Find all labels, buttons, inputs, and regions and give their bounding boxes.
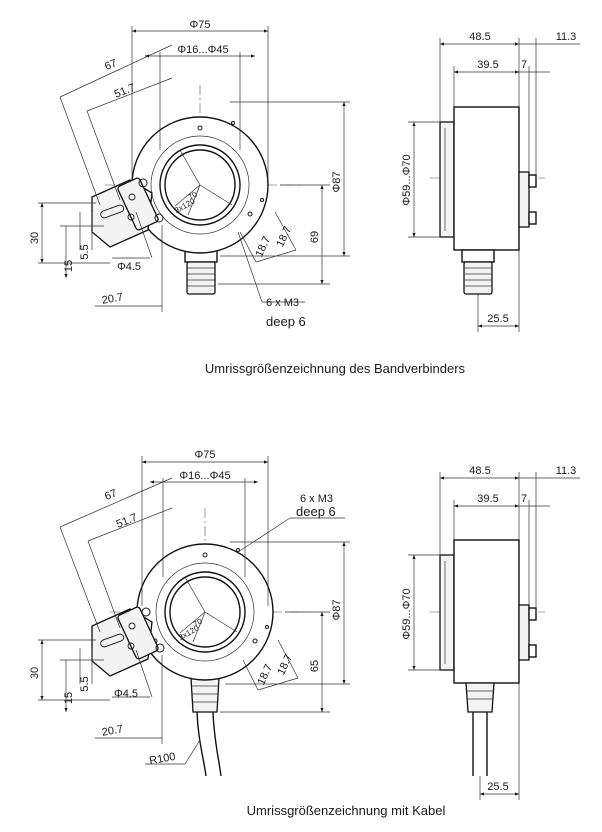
bracket-screw [138,178,148,188]
dim-phi75-b: Φ75 [194,449,215,461]
caption-bottom: Umrissgrößenzeichnung mit Kabel [247,803,446,818]
dim-15: 15 [63,260,75,272]
dim-phi87-b: Φ87 [331,599,343,620]
dim-48-5-b: 48.5 [469,465,490,477]
dim-20-7-b: 20.7 [101,723,124,739]
dim-11-3-b: 11.3 [556,465,577,477]
dim-phi4-5: Φ4.5 [117,261,141,273]
dim-20-7: 20.7 [101,291,124,307]
screw-hole [247,211,253,217]
drawing-bottom: Φ75 Φ16...Φ45 67 51.7 30 15 5.5 [29,449,580,818]
cable [196,711,207,777]
drawing-top: Φ75 Φ16...Φ45 67 51.7 30 15 5.5 [29,19,580,376]
dim-shaft-diameter-b: Φ16...Φ45 [179,470,230,482]
cable-gland [190,677,220,713]
dim-18-7-b: 18.7 [274,224,294,248]
dim-phi4-5-b: Φ4.5 [114,688,138,700]
front-view-top: Φ75 Φ16...Φ45 67 51.7 30 15 5.5 [29,19,350,329]
dim-39-5-b: 39.5 [477,493,498,505]
thread-callout-b: 6 x M3 [300,493,333,505]
dim-7-b: 7 [521,493,527,505]
dim-25-5-b: 25.5 [487,781,508,793]
thread-callout: 6 x M3 [266,297,299,309]
dim-flange-diameter: Φ59...Φ70 [401,154,413,205]
dim-51-7-b: 51.7 [115,512,139,531]
depth-callout: deep 6 [266,314,306,329]
dim-phi87: Φ87 [331,171,343,192]
connector-body [186,261,216,295]
clamp-plate [518,171,530,228]
dim-67-b: 67 [103,487,119,503]
dim-51-7: 51.7 [113,82,137,101]
dim-48-5: 48.5 [469,31,490,43]
side-connector-nut [461,249,495,263]
dim-11-3: 11.3 [556,31,577,43]
dim-5-5-b: 5.5 [79,676,91,691]
flange [439,121,455,238]
screw-hole [231,121,235,125]
strap-bracket [91,177,164,248]
side-view-bottom: 48.5 11.3 39.5 7 Φ59...Φ70 25.5 [401,465,580,800]
bracket-screw [154,213,164,223]
dim-15-b: 15 [63,692,75,704]
front-view-bottom: Φ75 Φ16...Φ45 67 51.7 30 15 5.5 [29,449,350,777]
bracket-slot [100,204,125,219]
dim-67: 67 [103,57,119,73]
dim-flange-diameter-b: Φ59...Φ70 [401,588,413,639]
dim-25-5: 25.5 [487,313,508,325]
screw-hole [197,125,203,131]
depth-callout-b: deep 6 [296,504,336,519]
strap-bracket-bottom [91,606,165,677]
dim-18-7-a: 18.7 [253,234,273,258]
dim-30: 30 [29,232,41,244]
dim-18-7-b-b: 18.7 [275,652,295,676]
side-connector-body [463,261,493,295]
caption-top: Umrissgrößenzeichnung des Bandverbinders [205,361,466,376]
dim-39-5: 39.5 [477,59,498,71]
dim-shaft-diameter: Φ16...Φ45 [177,44,228,56]
dim-5-5: 5.5 [79,244,91,259]
side-cable-gland [465,682,495,713]
dim-height: 69 [309,231,321,243]
screw-hole [260,198,264,202]
dim-phi75: Φ75 [189,19,210,31]
encoder-housing [453,106,520,251]
dim-7: 7 [521,59,527,71]
dim-height-b: 65 [309,660,321,672]
dim-18-7-a-b: 18.7 [255,662,275,686]
dim-r100: R100 [148,751,176,767]
dim-30-b: 30 [29,667,41,679]
side-view-top: 48.5 11.3 39.5 7 Φ59...Φ70 25.5 [401,31,580,332]
housing-ring-inner [150,135,250,235]
